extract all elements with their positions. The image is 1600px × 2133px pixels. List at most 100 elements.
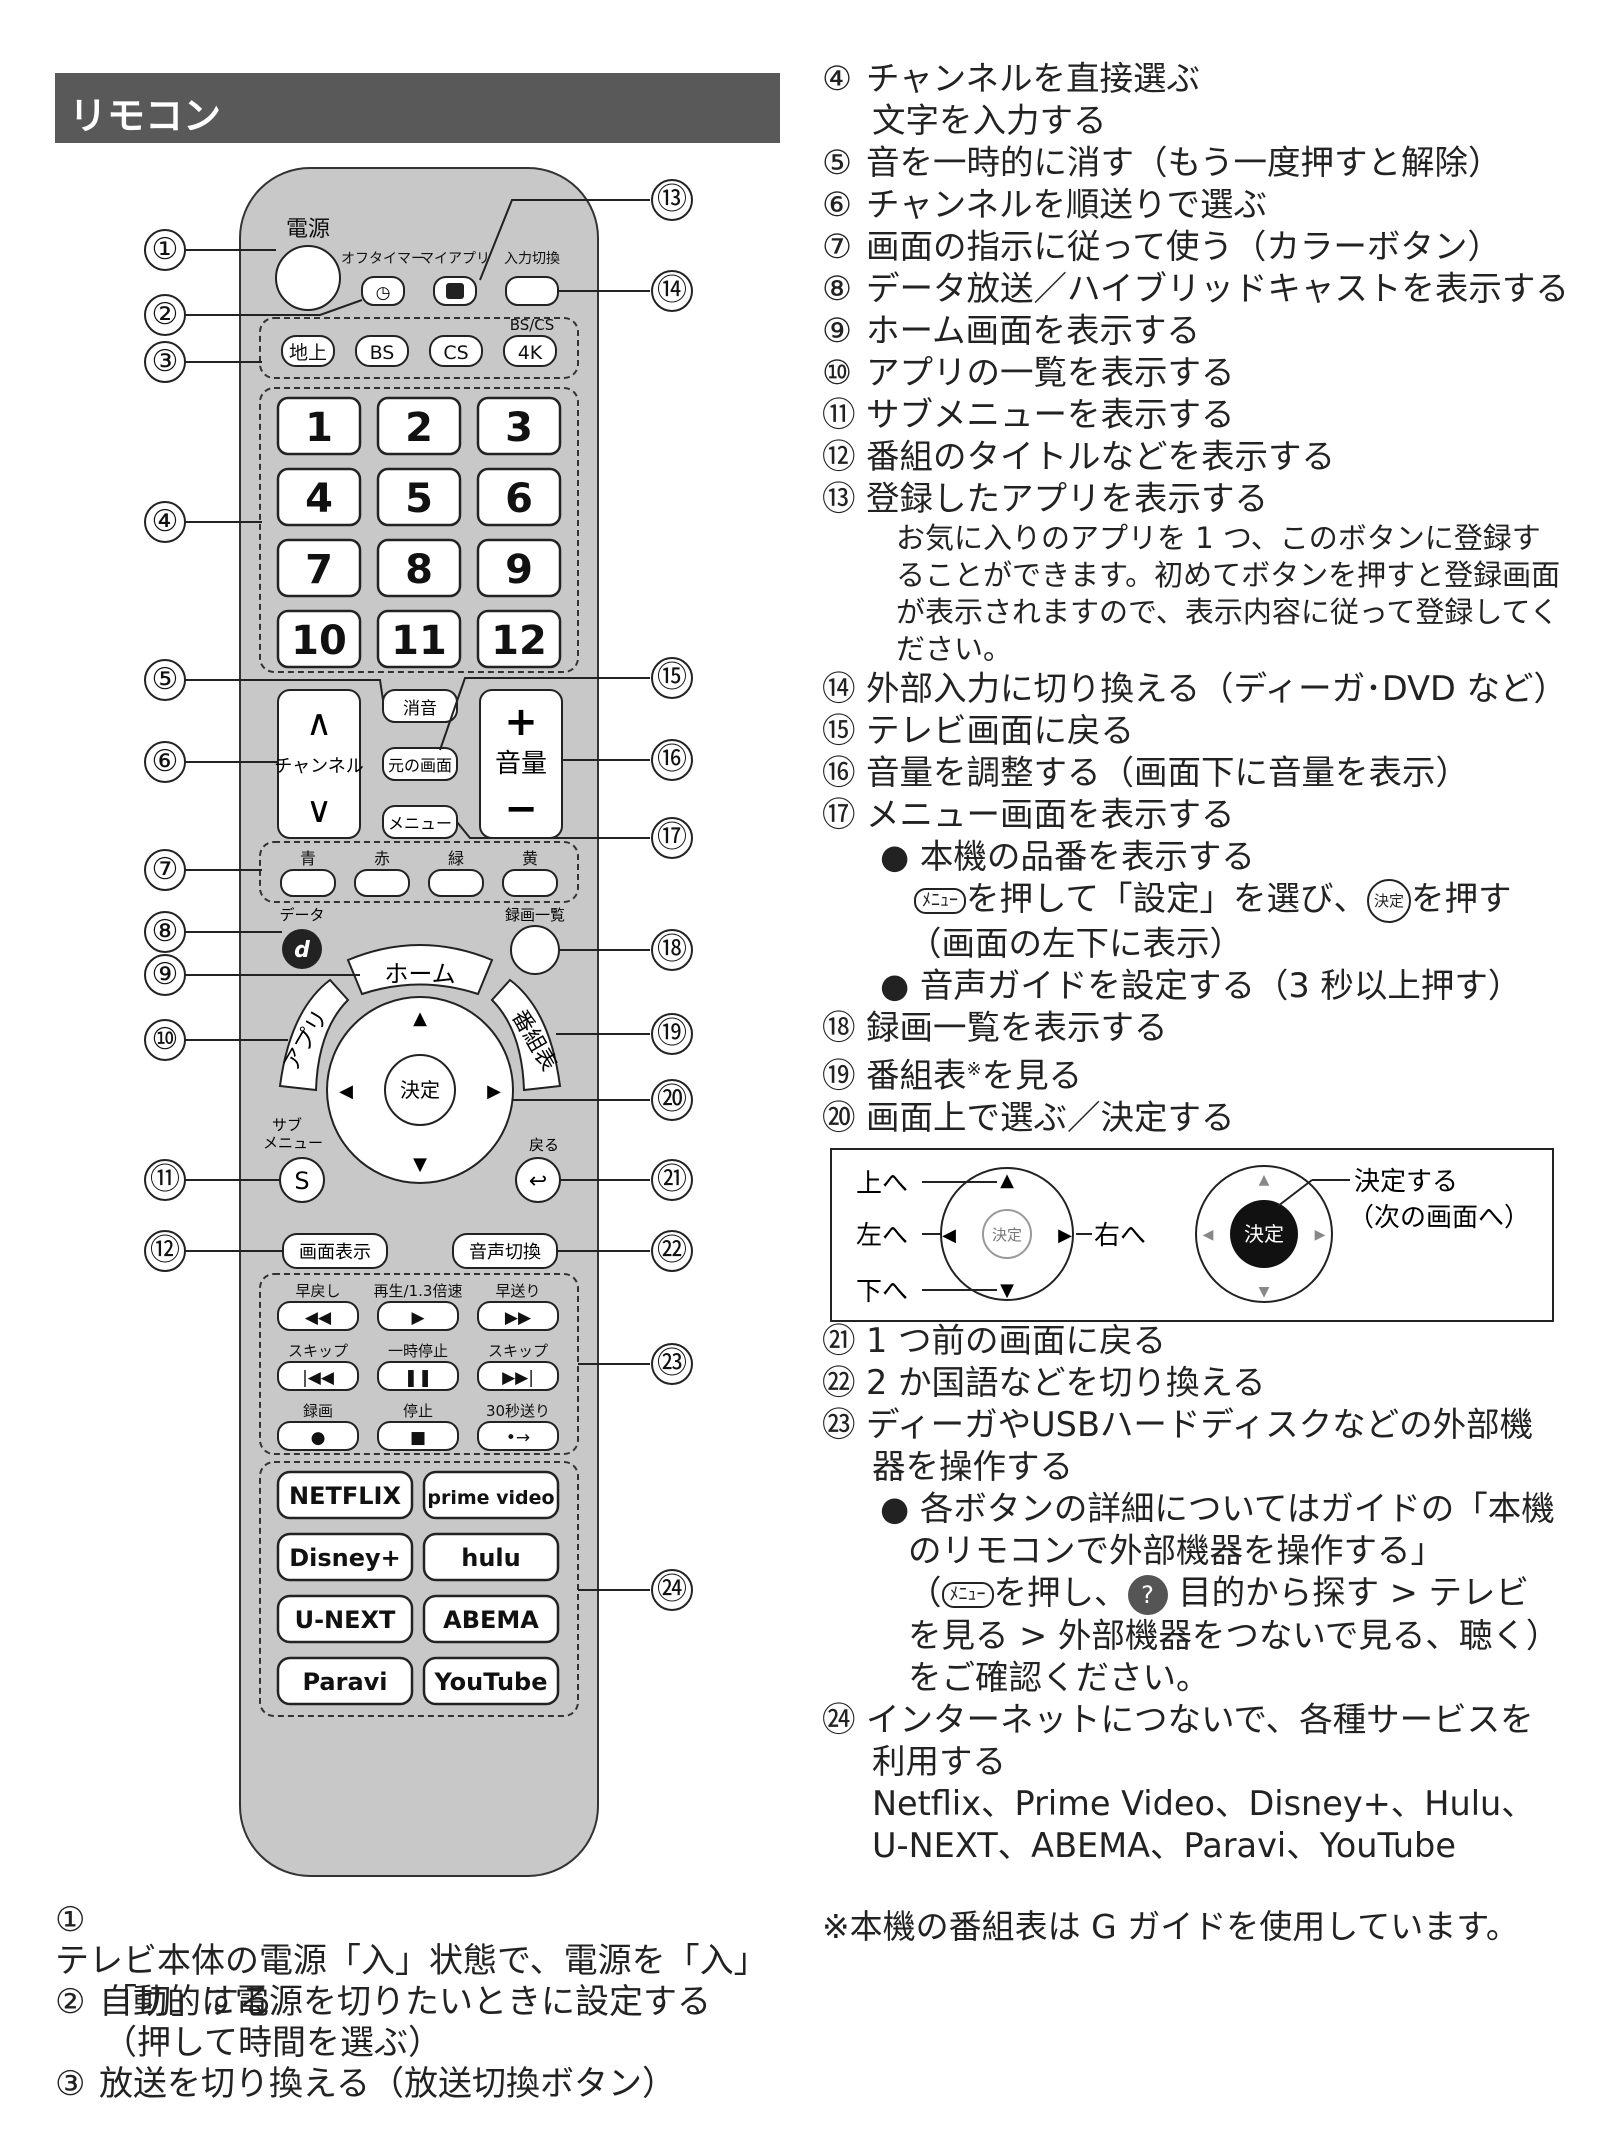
callout-3 (144, 341, 186, 383)
volume-down-icon: − (504, 786, 538, 832)
number-button-12[interactable] (476, 609, 562, 669)
callout-number-16: ⑯ (657, 742, 687, 777)
broadcast-label-1: 地上 (289, 342, 327, 364)
callout-24 (651, 1569, 693, 1611)
power-label: 電源 (286, 217, 330, 242)
transport-button-6[interactable] (477, 1361, 559, 1391)
callout-number-24: ㉔ (657, 1572, 687, 1607)
volume-up-icon: + (504, 699, 538, 745)
callout-16 (651, 739, 693, 781)
channel-up-icon: ∧ (306, 703, 332, 744)
callout-number-5: ⑤ (152, 662, 179, 697)
service-button-8[interactable] (422, 1656, 560, 1706)
transport-button-3[interactable] (477, 1301, 559, 1331)
callout-number-9: ⑨ (152, 957, 179, 992)
broadcast-button-3[interactable] (429, 335, 483, 367)
diagram-left-label: 左へ (856, 1221, 908, 1251)
broadcast-button-1[interactable] (281, 335, 335, 367)
epg-button[interactable] (490, 978, 562, 1092)
diagram-ok-small: 決定 (992, 1226, 1022, 1244)
number-button-9[interactable] (476, 538, 562, 598)
color-label-4: 黄 (522, 849, 538, 868)
off-timer-button[interactable] (361, 276, 405, 306)
home-button[interactable] (346, 944, 494, 996)
broadcast-button-2[interactable] (355, 335, 409, 367)
color-button-4[interactable] (502, 869, 558, 897)
off-timer-label: オフタイマー (341, 251, 425, 267)
transport-button-2[interactable] (377, 1301, 459, 1331)
apps-button[interactable] (278, 978, 350, 1092)
callout-number-20: ⑳ (657, 1082, 687, 1117)
service-button-6[interactable] (422, 1594, 560, 1644)
transport-button-1[interactable] (277, 1301, 359, 1331)
volume-label: 音量 (495, 749, 547, 779)
orig-screen-button[interactable] (382, 747, 458, 781)
callout-6 (144, 741, 186, 783)
menu-label: メニュー (388, 814, 452, 833)
transport-icon-6: ▶▶| (502, 1368, 534, 1388)
section-header: リモコン (55, 73, 780, 143)
callout-10 (144, 1019, 186, 1061)
transport-button-7[interactable] (277, 1421, 359, 1451)
service-button-3[interactable] (276, 1532, 414, 1582)
callout-19 (651, 1013, 693, 1055)
item-13-note-3: が表示されますので、表示内容に従って登録してく (896, 595, 1559, 629)
callout-12 (144, 1230, 186, 1272)
diagram-down-icon: ▼ (1000, 1280, 1014, 1301)
diagram-right-icon: ▶ (1058, 1225, 1072, 1246)
callout-number-6: ⑥ (152, 744, 179, 779)
transport-icon-3: ▶▶ (505, 1308, 532, 1328)
mute-button[interactable] (382, 689, 458, 723)
transport-button-9[interactable] (477, 1421, 559, 1451)
power-button[interactable] (275, 245, 341, 311)
number-button-6[interactable] (476, 467, 562, 527)
service-button-2[interactable] (422, 1470, 560, 1520)
item-13-note-4: ださい。 (896, 632, 1013, 666)
number-button-3[interactable] (476, 396, 562, 456)
rec-list-button[interactable] (510, 925, 560, 975)
service-label-5: U-NEXT (295, 1606, 396, 1634)
ok-button[interactable] (384, 1054, 456, 1126)
service-button-4[interactable] (422, 1532, 560, 1582)
item-23-bullet-1: ● 各ボタンの詳細についてはガイドの「本機 (880, 1489, 1555, 1528)
input-label: 入力切換 (504, 251, 560, 267)
callout-20 (651, 1079, 693, 1121)
service-button-1[interactable] (276, 1470, 414, 1520)
color-button-1[interactable] (280, 869, 336, 897)
ok-label: 決定 (400, 1078, 440, 1102)
number-button-10[interactable] (276, 609, 362, 669)
data-button[interactable] (282, 929, 322, 969)
service-button-5[interactable] (276, 1594, 414, 1644)
callout-number-12: ⑫ (150, 1233, 180, 1268)
channel-rocker[interactable] (277, 689, 361, 839)
rec-list-label: 録画一覧 (505, 906, 565, 924)
sub-menu-key: S (294, 1167, 309, 1195)
number-label-4: 4 (305, 476, 333, 522)
callout-number-19: ⑲ (657, 1016, 687, 1051)
number-button-1[interactable] (276, 396, 362, 456)
callout-number-22: ㉒ (657, 1233, 687, 1268)
broadcast-button-4[interactable] (503, 335, 557, 367)
color-button-3[interactable] (428, 869, 484, 897)
number-label-3: 3 (505, 405, 533, 451)
diagram-confirm: 決定する (1354, 1167, 1458, 1197)
input-button[interactable] (505, 276, 559, 306)
dpad-right-icon: ▶ (487, 1081, 501, 1102)
transport-button-4[interactable] (277, 1361, 359, 1391)
transport-icon-2: ▶ (411, 1308, 425, 1328)
transport-button-8[interactable] (377, 1421, 459, 1451)
number-button-11[interactable] (376, 609, 462, 669)
color-button-2[interactable] (354, 869, 410, 897)
number-button-4[interactable] (276, 467, 362, 527)
service-label-2: prime video (427, 1487, 554, 1509)
number-button-8[interactable] (376, 538, 462, 598)
number-button-2[interactable] (376, 396, 462, 456)
number-button-7[interactable] (276, 538, 362, 598)
number-button-5[interactable] (376, 467, 462, 527)
diagram-up-icon: ▲ (1000, 1170, 1014, 1191)
transport-icon-9: •→ (506, 1428, 530, 1448)
service-button-7[interactable] (276, 1656, 414, 1706)
transport-button-5[interactable] (377, 1361, 459, 1391)
